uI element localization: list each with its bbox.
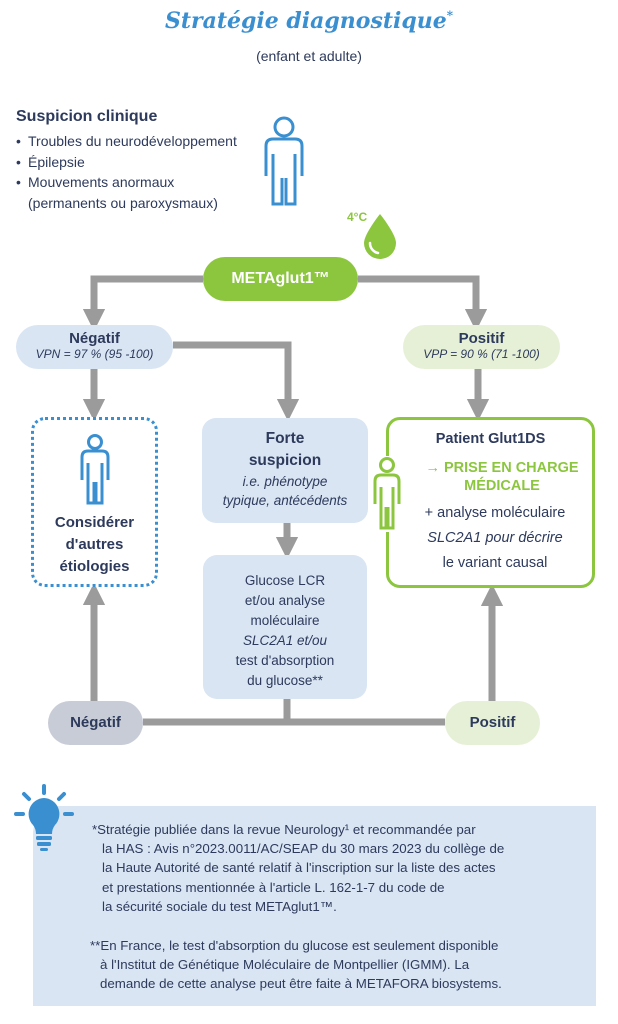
negative-label: Négatif: [69, 330, 120, 347]
drop-icon: [364, 214, 396, 259]
footnote-glucose-test: **En France, le test d'absorption du glu…: [90, 938, 502, 992]
positive-bottom-pill: Positif: [445, 701, 540, 745]
npv-value: VPN = 97 % (95 -100): [35, 347, 154, 361]
suspicion-item: Épilepsie: [16, 152, 256, 173]
connector-negative-to-forte: [173, 341, 300, 422]
temperature-label: 4°C: [347, 210, 368, 224]
molecular-analysis-text: + analyse moléculaire SLC2A1 pour décrir…: [424, 505, 566, 571]
patient-title: Patient Glut1DS: [435, 431, 546, 447]
positive-result-pill: Positif VPP = 90 % (71 -100): [403, 325, 560, 369]
suspicion-item: Troubles du neurodéveloppement: [16, 131, 256, 152]
lightbulb-icon: [14, 784, 74, 851]
page-title: Stratégie diagnostique*: [164, 8, 454, 34]
page-subtitle: (enfant et adulte): [256, 48, 362, 64]
positive-label: Positif: [458, 330, 505, 347]
suspicion-list: Troubles du neurodéveloppement Épilepsie…: [16, 131, 256, 213]
negative-bottom-pill: Négatif: [48, 701, 143, 745]
other-etiologies-text: Considérer d'autres étiologies: [54, 514, 135, 575]
connector-test-to-positive: [358, 275, 488, 332]
suspicion-title: Suspicion clinique: [16, 108, 158, 125]
ppv-value: VPP = 90 % (71 -100): [423, 347, 540, 361]
footnote-strategy: *Stratégie publiée dans la revue Neurolo…: [92, 822, 505, 914]
person-icon: [80, 434, 110, 505]
person-icon: [372, 456, 402, 532]
negative-result-pill: Négatif VPN = 97 % (95 -100): [16, 325, 173, 369]
person-icon: [264, 116, 304, 206]
footnote-panel: [33, 806, 596, 1006]
metaglut-test-pill: METAglut1™: [203, 257, 358, 301]
strong-suspicion-box: Forte suspicion i.e. phénotype typique, …: [202, 418, 368, 523]
connector-test-to-negative: [82, 275, 203, 332]
glucose-test-box: Glucose LCR et/ou analyse moléculaire SL…: [203, 555, 367, 699]
medical-care-text: → PRISE EN CHARGE MÉDICALE: [425, 460, 579, 494]
suspicion-item: Mouvements anormaux (permanents ou parox…: [16, 172, 256, 213]
connector-glucose-split: [143, 699, 445, 726]
